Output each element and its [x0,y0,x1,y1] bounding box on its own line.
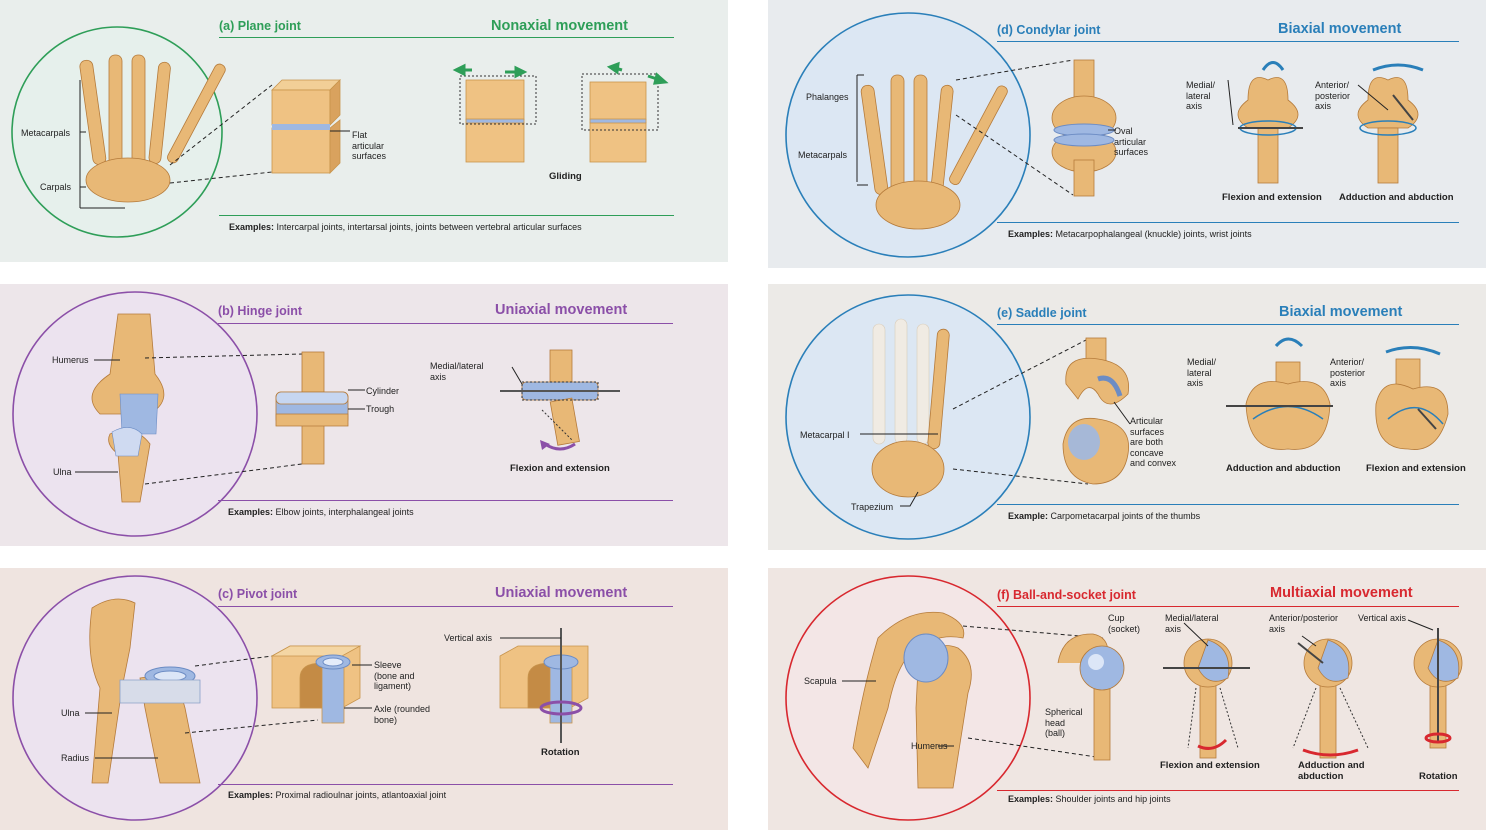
label-oval-articular-surfaces: Oval articular surfaces [1114,126,1149,157]
label-axle: Axle (rounded bone) [374,704,431,725]
label-sleeve: Sleeve (bone and ligament) [374,660,415,691]
label-trough: Trough [366,404,395,414]
panel-e-examples: Example: Carpometacarpal joints of the t… [1008,511,1201,521]
caption-flexion-extension-e: Flexion and extension [1366,463,1466,474]
label-metacarpals-condylar: Metacarpals [798,150,848,160]
label-radius: Radius [61,753,90,763]
label-ulna: Ulna [53,467,72,477]
label-carpals: Carpals [40,182,72,192]
saddle-joint-illustration [785,294,1449,540]
label-vertical-axis-f: Vertical axis [1358,613,1407,623]
panel-a-movement: Nonaxial movement [491,18,628,34]
label-cylinder: Cylinder [366,386,400,396]
panel-d-movement: Biaxial movement [1278,21,1402,37]
panel-f-examples: Examples: Shoulder joints and hip joints [1008,794,1171,804]
label-vertical-axis: Vertical axis [444,633,493,643]
caption-flexion-extension: Flexion and extension [510,463,610,474]
caption-flexion-extension-f: Flexion and extension [1160,760,1260,771]
label-metacarpals: Metacarpals [21,128,71,138]
hinge-joint-illustration [12,291,620,537]
panel-ball-and-socket-joint: (f) Ball-and-socket joint Multiaxial mov… [768,568,1486,830]
panel-b-title: (b) Hinge joint [218,304,303,318]
panel-hinge-joint: (b) Hinge joint Uniaxial movement Humeru… [0,284,728,546]
panel-a-examples: Examples: Intercarpal joints, intertarsa… [229,222,582,232]
label-humerus: Humerus [52,355,89,365]
panel-c-title: (c) Pivot joint [218,587,298,601]
panel-d-examples: Examples: Metacarpophalangeal (knuckle) … [1008,229,1252,239]
label-scapula: Scapula [804,676,837,686]
label-anterior-posterior-axis-f: Anterior/posterior axis [1269,613,1339,634]
panel-d-title: (d) Condylar joint [997,23,1101,37]
caption-flexion-extension-d: Flexion and extension [1222,192,1322,203]
panel-pivot-joint: (c) Pivot joint Uniaxial movement Ulna R… [0,568,728,830]
panel-plane-joint: (a) Plane joint Nonaxial movement Metaca… [0,0,728,262]
label-flat-articular-surfaces: Flat articular surfaces [352,130,387,161]
panel-saddle-joint: (e) Saddle joint Biaxial movement Metaca… [768,284,1486,550]
label-medial-lateral-axis-d: Medial/ lateral axis [1186,80,1216,111]
caption-adduction-abduction-d: Adduction and abduction [1339,192,1454,203]
caption-gliding: Gliding [549,171,582,182]
caption-rotation-f: Rotation [1419,771,1458,782]
panel-f-movement: Multiaxial movement [1270,585,1413,601]
label-cup-socket: Cup (socket) [1108,613,1141,634]
panel-c-movement: Uniaxial movement [495,585,628,601]
panel-c-examples: Examples: Proximal radioulnar joints, at… [228,790,447,800]
caption-adduction-abduction-f: Adduction and abduction [1298,760,1365,782]
caption-adduction-abduction-e: Adduction and abduction [1226,463,1341,474]
panel-e-title: (e) Saddle joint [997,306,1087,320]
label-spherical-head: Spherical head (ball) [1045,707,1083,738]
condylar-joint-illustration [785,12,1424,258]
label-humerus-ball: Humerus [911,741,948,751]
label-metacarpal-i: Metacarpal I [800,430,850,440]
panel-a-title: (a) Plane joint [219,19,301,33]
label-medial-lateral-axis-f: Medial/lateral axis [1165,613,1219,634]
panel-b-examples: Examples: Elbow joints, interphalangeal … [228,507,414,517]
ball-and-socket-illustration [785,575,1463,821]
label-articular-surfaces-saddle: Articular surfaces are both concave and … [1130,416,1177,468]
label-medial-lateral-axis: Medial/lateral axis [430,361,484,382]
panel-e-movement: Biaxial movement [1279,304,1403,320]
panel-f-title: (f) Ball-and-socket joint [997,588,1136,602]
label-medial-lateral-axis-e: Medial/ lateral axis [1187,357,1217,388]
plane-joint-illustration [11,26,669,238]
label-anterior-posterior-axis-e: Anterior/ posterior axis [1330,357,1366,388]
label-phalanges: Phalanges [806,92,849,102]
panel-condylar-joint: (d) Condylar joint Biaxial movement Phal… [768,0,1486,268]
label-anterior-posterior-axis-d: Anterior/ posterior axis [1315,80,1351,111]
panel-b-movement: Uniaxial movement [495,302,628,318]
caption-rotation: Rotation [541,747,580,758]
label-trapezium: Trapezium [851,502,894,512]
label-ulna-pivot: Ulna [61,708,80,718]
pivot-joint-illustration [12,575,589,821]
